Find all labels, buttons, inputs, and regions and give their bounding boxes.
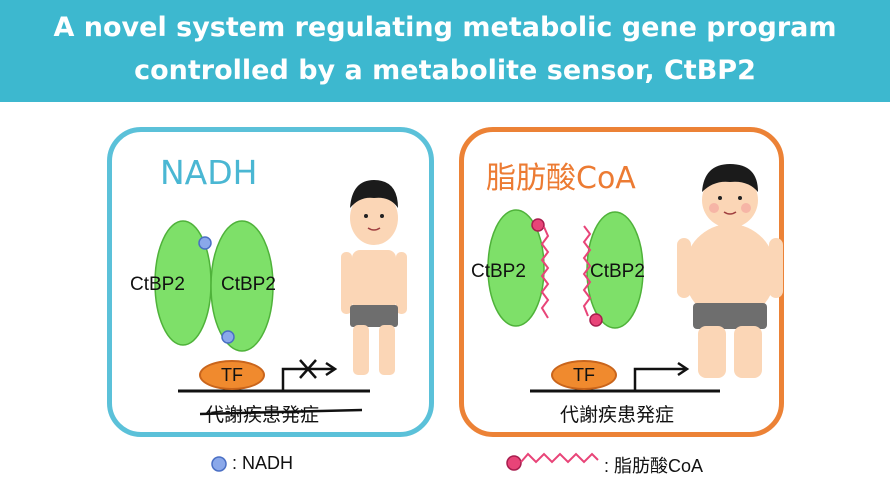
- nadh-dot-1: [198, 236, 212, 250]
- fatty-acid-coa-panel-title: 脂肪酸CoA: [486, 161, 636, 196]
- nadh-panel-title: NADH: [160, 153, 258, 192]
- ctbp2-label-right-b: CtBP2: [590, 261, 645, 282]
- ctbp2-monomer-left-b: [210, 220, 274, 352]
- acyl-coa-head-1: [531, 218, 545, 232]
- ctbp2-label-left-a: CtBP2: [130, 274, 185, 295]
- slim-person-icon: [341, 180, 407, 375]
- nadh-dot-2: [221, 330, 235, 344]
- nadh-legend-icon: [211, 456, 227, 472]
- gene-label-right: 代謝疾患発症: [560, 404, 675, 426]
- acyl-coa-head-2: [589, 313, 603, 327]
- tf-left: TF: [199, 360, 265, 390]
- acyl-coa-legend-chain-icon: [520, 452, 599, 464]
- tf-right: TF: [551, 360, 617, 390]
- nadh-legend-label: : NADH: [232, 453, 294, 473]
- header-title-line1: A novel system regulating metabolic gene…: [53, 12, 837, 43]
- promoter-arrow-right: [633, 367, 686, 391]
- ctbp2-monomer-right-a: [487, 209, 545, 327]
- gene-label-left: 代謝疾患発症: [205, 404, 320, 426]
- acyl-coa-chain-1: [540, 226, 550, 319]
- obese-person-icon: [677, 164, 783, 378]
- acyl-coa-chain-2: [582, 225, 592, 317]
- ctbp2-label-right-a: CtBP2: [471, 261, 526, 282]
- ctbp2-label-left-b: CtBP2: [221, 274, 276, 295]
- acyl-coa-legend-head-icon: [506, 455, 522, 471]
- gene-strikethrough: [199, 408, 363, 416]
- fatty-acid-coa-legend-label: : 脂肪酸CoA: [604, 456, 704, 476]
- promoter-arrow-left: [281, 367, 334, 391]
- header-banner: A novel system regulating metabolic gene…: [0, 0, 890, 102]
- header-title-line2: controlled by a metabolite sensor, CtBP2: [134, 55, 756, 86]
